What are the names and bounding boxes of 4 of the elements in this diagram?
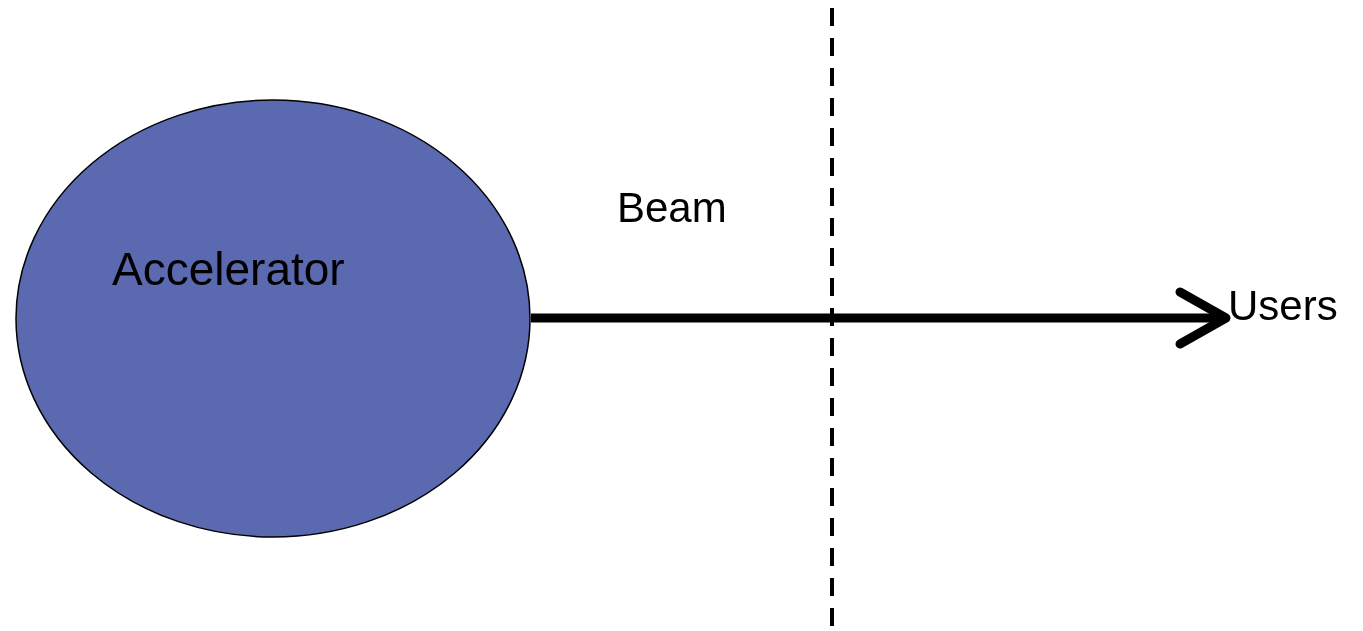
arrow [531,287,1231,349]
node-label: Accelerator [112,242,345,296]
accelerator-ellipse [15,99,531,538]
endpoint-label: Users [1228,282,1338,330]
